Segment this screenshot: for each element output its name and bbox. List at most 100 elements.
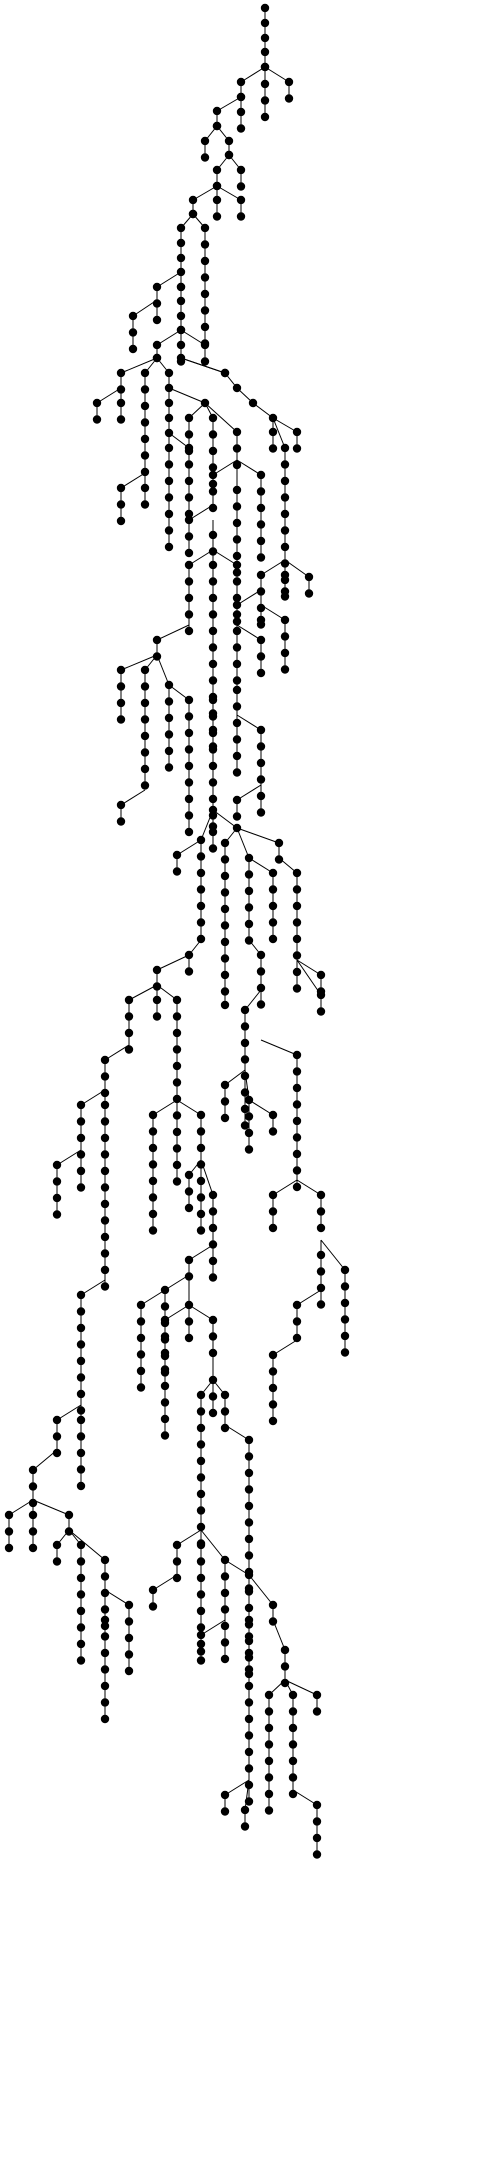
tree-edge (104, 1044, 130, 1061)
tree-node (280, 559, 290, 568)
tree-node (256, 758, 266, 768)
tree-node (184, 712, 194, 721)
tree-node (244, 1764, 254, 1773)
tree-node (100, 1698, 110, 1707)
tree-node (176, 282, 186, 292)
tree-node (220, 855, 230, 864)
tree-edge (244, 989, 262, 1011)
tree-node (140, 467, 150, 477)
tree-edge (272, 417, 298, 433)
tree-node (220, 1790, 230, 1800)
tree-node (244, 903, 254, 912)
tree-node (200, 256, 210, 266)
tree-node (208, 610, 218, 619)
tree-node (188, 209, 198, 219)
tree-node (196, 1226, 206, 1235)
tree-node (124, 1012, 134, 1021)
tree-edge (120, 654, 158, 671)
tree-node (240, 1088, 250, 1097)
tree-node (76, 1540, 86, 1550)
tree-node (220, 368, 230, 378)
tree-node (28, 1465, 38, 1475)
tree-edge (180, 357, 226, 374)
tree-node (100, 1555, 110, 1565)
tree-node (268, 1190, 278, 1200)
tree-node (196, 885, 206, 894)
tree-node (164, 413, 174, 423)
tree-node (232, 551, 242, 561)
tree-node (76, 1432, 86, 1441)
tree-node (172, 1012, 182, 1021)
tree-node (244, 1747, 254, 1757)
tree-node (28, 1498, 38, 1508)
tree-node (200, 153, 210, 162)
tree-node (208, 1240, 218, 1249)
tree-node (232, 768, 242, 777)
tree-node (196, 934, 206, 944)
tree-edge (188, 1304, 214, 1321)
tree-node (244, 1485, 254, 1494)
tree-node (268, 868, 278, 878)
tree-node (160, 1365, 170, 1374)
tree-node (76, 1415, 86, 1425)
tree-node (316, 990, 326, 1000)
tree-node (148, 1602, 158, 1611)
tree-node (220, 1407, 230, 1416)
tree-node (76, 1340, 86, 1349)
tree-node (100, 1265, 110, 1275)
tree-node (200, 357, 210, 366)
tree-node (268, 918, 278, 927)
tree-node (184, 745, 194, 754)
tree-node (260, 62, 270, 72)
tree-node (76, 1606, 86, 1616)
tree-node (172, 1094, 182, 1104)
tree-node (264, 1707, 274, 1716)
tree-node (244, 1603, 254, 1613)
tree-node (212, 181, 222, 191)
tree-node (148, 1127, 158, 1136)
tree-node (200, 136, 210, 146)
tree-node (196, 1573, 206, 1583)
tree-node (164, 697, 174, 706)
tree-node (172, 1028, 182, 1038)
tree-node (100, 1615, 110, 1625)
tree-node (240, 1038, 250, 1048)
tree-node (244, 919, 254, 929)
tree-node (316, 1207, 326, 1216)
tree-node (140, 731, 150, 741)
tree-node (128, 328, 138, 337)
tree-node (244, 1714, 254, 1724)
tree-node (164, 443, 174, 453)
tree-node (208, 1408, 218, 1418)
tree-node (208, 479, 218, 489)
tree-edge (236, 624, 262, 641)
tree-node (200, 273, 210, 282)
tree-node (188, 195, 198, 205)
tree-node (124, 1045, 134, 1054)
tree-node (196, 1489, 206, 1499)
tree-node (76, 1389, 86, 1399)
tree-node (260, 18, 270, 28)
tree-node (148, 1160, 158, 1169)
tree-node (140, 385, 150, 394)
tree-node (232, 702, 242, 711)
tree-edge (56, 1149, 82, 1166)
tree-node (196, 1390, 206, 1400)
tree-node (208, 659, 218, 669)
tree-node (200, 223, 210, 233)
tree-node (244, 1112, 254, 1121)
tree-node (152, 340, 162, 350)
tree-node (288, 1740, 298, 1749)
tree-node (232, 659, 242, 669)
tree-node (176, 238, 186, 248)
tree-node (292, 1116, 302, 1126)
tree-node (240, 1822, 250, 1831)
tree-node (292, 868, 302, 878)
tree-node (256, 470, 266, 480)
tree-node (240, 1022, 250, 1031)
tree-node (208, 593, 218, 603)
tree-node (256, 742, 266, 751)
tree-node (232, 676, 242, 685)
tree-node (4, 1543, 14, 1553)
tree-node (76, 1448, 86, 1458)
